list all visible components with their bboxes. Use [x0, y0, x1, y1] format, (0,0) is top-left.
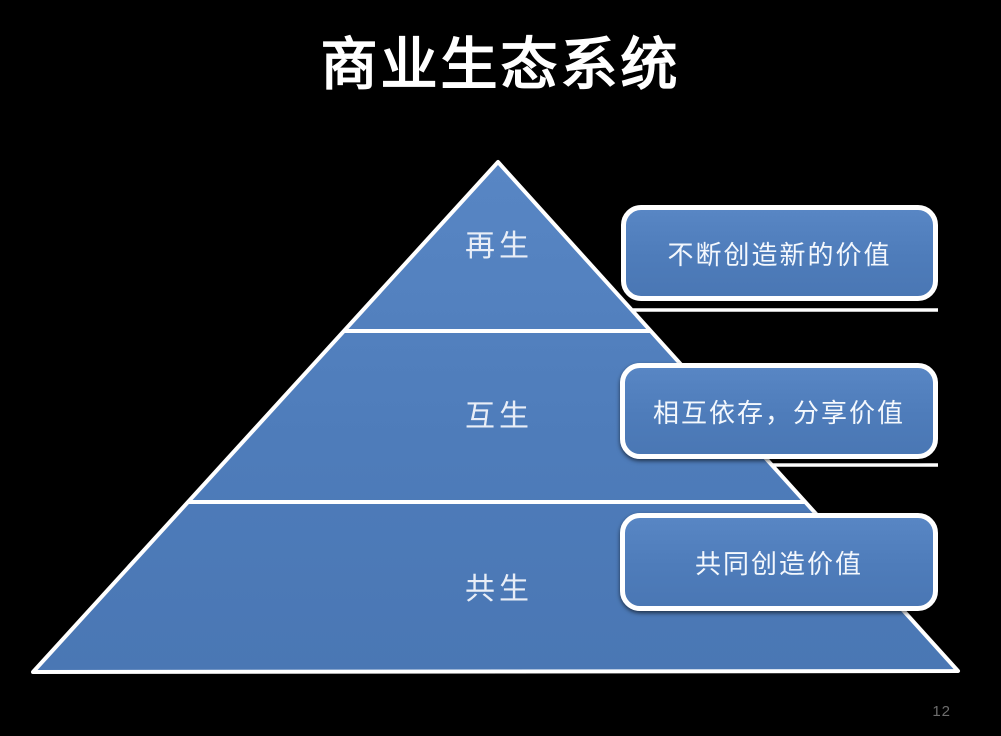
callout-box-middle: 相互依存，分享价值	[620, 363, 938, 459]
tier-label-top: 再生	[465, 229, 533, 264]
tier-label-bottom: 共生	[465, 572, 533, 607]
tier-label-middle: 互生	[465, 399, 533, 434]
callout-text-top: 不断创造新的价值	[667, 240, 892, 271]
slide-title: 商业生态系统	[320, 33, 681, 97]
page-number: 12	[932, 703, 951, 720]
callout-text-middle: 相互依存，分享价值	[652, 398, 905, 429]
callout-text-bottom: 共同创造价值	[694, 549, 863, 580]
callout-box-top: 不断创造新的价值	[621, 205, 938, 301]
callout-box-bottom: 共同创造价值	[620, 513, 938, 611]
